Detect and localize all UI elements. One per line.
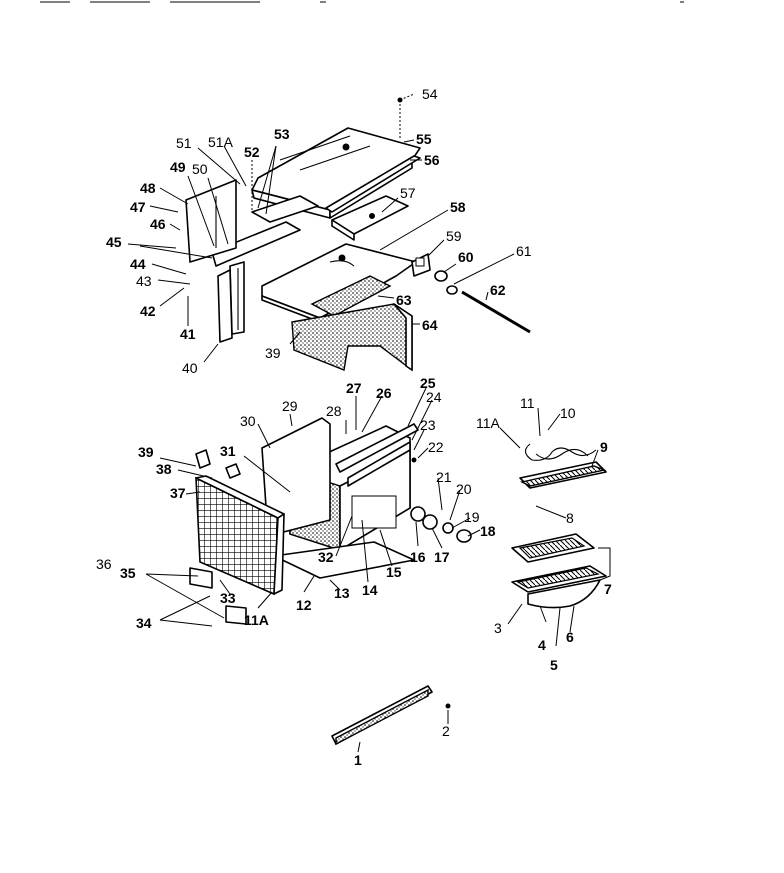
part-label: 14	[362, 582, 378, 598]
latch-parts	[195, 449, 241, 479]
part-label: 49	[170, 159, 186, 175]
door-hinge-lower	[189, 567, 247, 625]
part-label: 25	[420, 375, 436, 391]
part-label: 1	[354, 752, 362, 768]
part-label: 60	[458, 249, 474, 265]
part-label: 39	[138, 444, 154, 460]
part-label: 33	[220, 590, 236, 606]
part-label: 38	[156, 461, 172, 477]
part-label: 23	[420, 417, 436, 433]
part-label: 54	[422, 86, 438, 102]
control-knob-small	[434, 270, 458, 295]
part-label: 26	[376, 385, 392, 401]
part-label: 32	[318, 549, 334, 565]
part-label: 59	[446, 228, 462, 244]
part-label: 15	[386, 564, 402, 580]
part-label: 9	[600, 439, 608, 455]
part-label: 41	[180, 326, 196, 342]
part-label: 36	[96, 556, 112, 572]
part-label: 2	[442, 723, 450, 739]
leader-lines	[127, 93, 611, 753]
part-label: 39	[265, 345, 281, 361]
part-label: 63	[396, 292, 412, 308]
part-label: 42	[140, 303, 156, 319]
part-label: 24	[426, 389, 442, 405]
part-label: 44	[130, 256, 146, 272]
oven-rack	[511, 565, 607, 609]
part-label: 19	[464, 509, 480, 525]
part-label: 20	[456, 481, 472, 497]
broiler-housing	[291, 303, 413, 372]
part-label: 57	[400, 185, 416, 201]
part-label: 58	[450, 199, 466, 215]
part-label: 62	[490, 282, 506, 298]
part-label: 55	[416, 131, 432, 147]
trim-strip	[325, 155, 421, 213]
oven-door-frame	[195, 475, 285, 596]
part-label: 51	[176, 135, 192, 151]
part-label: 27	[346, 380, 362, 396]
bottom-trim-strip	[331, 685, 451, 746]
part-label: 51A	[208, 134, 234, 150]
part-label: 52	[244, 144, 260, 160]
part-label: 56	[424, 152, 440, 168]
side-panel-left	[185, 179, 237, 263]
part-label: 29	[282, 398, 298, 414]
part-label: 17	[434, 549, 450, 565]
rod	[461, 290, 531, 334]
part-label: 37	[170, 485, 186, 501]
knobs-right	[410, 457, 472, 543]
part-label: 48	[140, 180, 156, 196]
part-label: 34	[136, 615, 152, 631]
part-label: 8	[566, 510, 574, 526]
part-label: 40	[182, 360, 198, 376]
part-label: 61	[516, 243, 532, 259]
part-label: 18	[480, 523, 496, 539]
burner-box-top	[261, 243, 417, 323]
vertical-channel	[217, 261, 245, 343]
part-label: 3	[494, 620, 502, 636]
part-label: 22	[428, 439, 444, 455]
part-label: 11A	[476, 415, 501, 431]
part-label: 12	[296, 597, 312, 613]
part-label: 6	[566, 629, 574, 645]
igniter-bracket	[411, 253, 431, 277]
part-label: 4	[538, 637, 546, 653]
part-label: 11A	[244, 612, 269, 628]
part-label: 64	[422, 317, 438, 333]
part-label: 46	[150, 216, 166, 232]
part-label: 28	[326, 403, 342, 419]
part-label: 11	[520, 395, 535, 411]
part-label: 53	[274, 126, 290, 142]
oven-bottom	[273, 541, 415, 579]
support-rail	[211, 195, 319, 267]
part-label: 30	[240, 413, 256, 429]
part-label: 47	[130, 199, 146, 215]
broiler-pan	[511, 533, 595, 563]
part-label: 10	[560, 405, 576, 421]
part-label: 45	[106, 234, 122, 250]
part-label: 13	[334, 585, 350, 601]
broil-element	[519, 443, 607, 489]
part-label: 16	[410, 549, 426, 565]
part-label: 43	[136, 273, 152, 289]
oven-top-rail	[335, 423, 419, 473]
part-label: 31	[220, 443, 236, 459]
part-number-labels: 54 55 56 57 58 59 60 61 62 63 64 51 51A …	[96, 86, 612, 768]
part-label: 50	[192, 161, 208, 177]
part-label: 7	[604, 581, 612, 597]
part-label: 35	[120, 565, 136, 581]
part-label: 21	[436, 469, 452, 485]
burner-plate	[310, 275, 392, 317]
part-label: 5	[550, 657, 558, 673]
